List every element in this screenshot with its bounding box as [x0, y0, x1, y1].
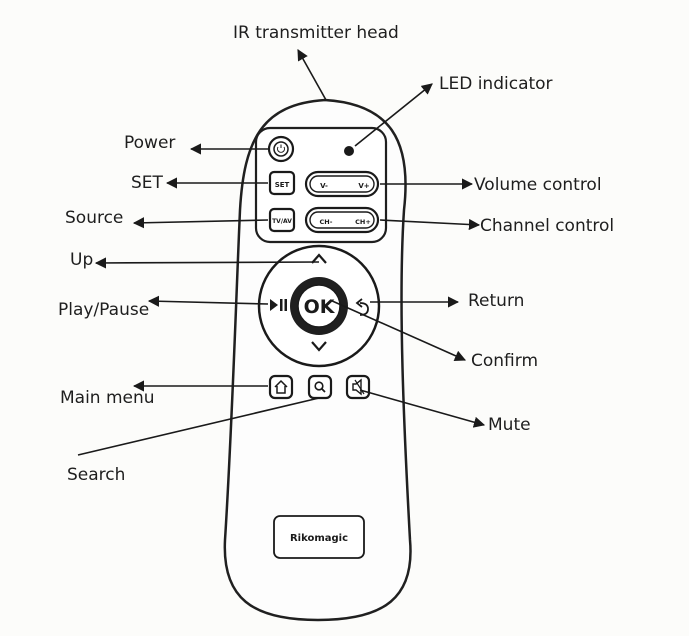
- home-icon: [274, 379, 288, 394]
- label-confirm: Confirm: [471, 351, 539, 371]
- ir-head-leader: [297, 49, 327, 101]
- volume-rocker[interactable]: [304, 170, 380, 198]
- ok-button[interactable]: [297, 284, 341, 328]
- source-button[interactable]: [268, 207, 296, 233]
- label-main-menu: Main menu: [60, 388, 155, 408]
- channel-minus-label: CH-: [320, 218, 333, 226]
- down-arrow-icon: [311, 341, 327, 352]
- mute-icon: [352, 378, 365, 396]
- label-mute: Mute: [488, 415, 531, 435]
- set-button[interactable]: [268, 170, 296, 196]
- volume-minus-label: V-: [320, 182, 328, 190]
- label-power: Power: [124, 133, 176, 153]
- ok-key-label: OK: [304, 296, 336, 318]
- label-source: Source: [65, 208, 124, 228]
- label-play-pause: Play/Pause: [58, 300, 150, 320]
- channel-plus-label: CH+: [355, 218, 371, 226]
- label-channel-control: Channel control: [480, 216, 615, 236]
- confirm-leader: [329, 299, 467, 362]
- channel-rocker[interactable]: [304, 206, 380, 234]
- power-button[interactable]: [267, 135, 295, 163]
- label-up: Up: [70, 250, 94, 270]
- power-icon: [277, 144, 285, 153]
- led-indicator: [344, 146, 354, 156]
- led-leader: [354, 83, 433, 147]
- brand-logo: Rikomagic: [290, 533, 348, 544]
- mute-leader: [359, 389, 486, 428]
- search-button[interactable]: [307, 374, 333, 400]
- label-volume-control: Volume control: [474, 175, 602, 195]
- set-key-label: SET: [275, 181, 290, 189]
- label-led-indicator: LED indicator: [439, 74, 553, 94]
- play-pause-leader: [147, 295, 269, 307]
- source-key-label: TV/AV: [272, 218, 292, 225]
- home-button[interactable]: [268, 374, 294, 400]
- label-set: SET: [131, 173, 163, 193]
- volume-plus-label: V+: [358, 182, 369, 190]
- label-return: Return: [468, 291, 525, 311]
- label-ir-transmitter-head: IR transmitter head: [233, 23, 399, 43]
- play-pause-icon: [270, 299, 287, 311]
- label-search: Search: [67, 465, 126, 485]
- mute-button[interactable]: [345, 374, 371, 400]
- search-leader: [77, 397, 320, 456]
- channel-leader: [379, 218, 481, 231]
- up-arrow-icon: [311, 253, 327, 264]
- search-icon: [314, 381, 326, 393]
- brand-plate: [273, 515, 365, 559]
- up-leader: [94, 257, 320, 269]
- source-leader: [132, 217, 269, 229]
